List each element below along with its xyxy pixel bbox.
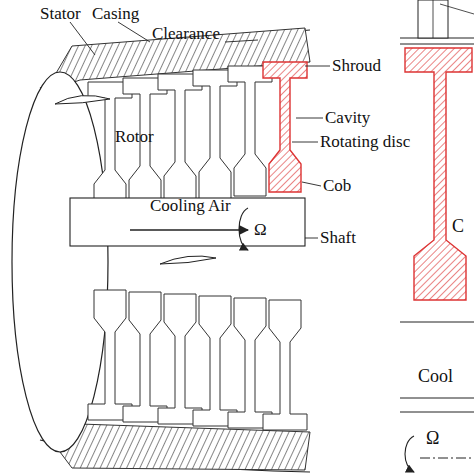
rotation-symbol: Ω <box>254 220 267 240</box>
blade-section <box>418 0 448 38</box>
shaft-line <box>400 322 474 323</box>
leader-lines <box>70 22 330 238</box>
leader-line <box>302 182 321 186</box>
highlighted-disc <box>263 62 307 192</box>
cooling-air-arrow <box>130 229 248 230</box>
part-label: Rotating disc <box>320 132 410 152</box>
shaft-line <box>400 398 474 399</box>
leader-line <box>296 118 323 119</box>
airfoil <box>160 256 216 264</box>
leader-line <box>292 142 318 143</box>
disc <box>158 74 202 204</box>
leader-line <box>305 238 318 239</box>
part-label: Stator <box>40 4 81 24</box>
blade-line <box>440 4 474 14</box>
part-label: Shroud <box>332 56 381 76</box>
disc <box>228 66 272 196</box>
leader-line <box>118 22 150 42</box>
shaft-line <box>400 412 474 413</box>
flow-label: Cool <box>418 366 453 386</box>
flow-label: Cooling Air <box>150 196 231 216</box>
part-label: Shaft <box>320 228 356 248</box>
casing-line <box>400 44 474 45</box>
part-label: Casing <box>92 4 139 24</box>
blade-line <box>433 0 434 38</box>
leader-line <box>225 40 258 42</box>
part-label: Clearance <box>152 24 220 44</box>
part-label: Cob <box>323 176 351 196</box>
leader-line <box>305 66 330 67</box>
drum-front-face <box>12 72 108 452</box>
disc <box>228 298 272 428</box>
part-label: C <box>452 216 464 236</box>
disc <box>193 296 237 426</box>
rotation-symbol: Ω <box>426 428 439 448</box>
disc-columns <box>88 66 307 430</box>
disc <box>88 290 132 420</box>
leader-line <box>70 22 95 55</box>
disc <box>263 300 307 430</box>
disc <box>158 294 202 424</box>
part-label: Cavity <box>325 108 370 128</box>
rotation-arrow <box>405 436 414 472</box>
part-label: Rotor <box>115 127 154 147</box>
rotor-blades <box>45 424 310 470</box>
axis-line <box>420 458 474 459</box>
disc-section <box>405 48 472 300</box>
rotation-arrow <box>239 208 248 250</box>
airfoil <box>55 95 110 104</box>
disc <box>193 70 237 200</box>
disc <box>123 292 167 422</box>
